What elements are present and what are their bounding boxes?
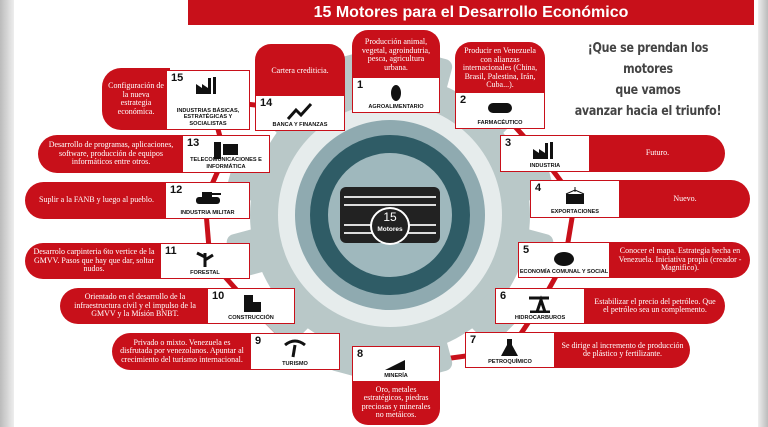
slogan-line: que vamos	[615, 83, 681, 98]
oil-pump-icon	[529, 295, 550, 313]
slogan-line: avanzar hacia el triunfo!	[574, 104, 722, 119]
motor-card: 12 INDUSTRIA MILITAR	[165, 182, 250, 219]
motor-name: CONSTRUCCIÓN	[228, 314, 274, 321]
motor-number: 3	[505, 137, 512, 149]
motor-name: PETROQUÍMICO	[488, 358, 532, 365]
motor-card: 10 CONSTRUCCIÓN	[207, 288, 295, 324]
buildings-icon	[244, 295, 261, 312]
motor-card: 6 HIDROCARBUROS	[495, 288, 585, 324]
flask-icon	[501, 339, 518, 356]
container-icon	[565, 187, 585, 204]
motor-name: INDUSTRIAS BÁSICAS, ESTRATÉGICAS Y SOCIA…	[176, 107, 240, 127]
motor-description: Estabilizar el precio del petróleo. Que …	[585, 288, 725, 324]
motor-name: FARMACÉUTICO	[477, 119, 523, 126]
motor-description: Se dirige al incremento de producción de…	[555, 332, 690, 368]
left-edge	[0, 0, 14, 427]
computer-icon	[214, 142, 238, 159]
motor-description: Orientado en el desarrollo de la infraes…	[60, 288, 210, 324]
motor-description: Privado o mixto. Venezuela es disfrutada…	[112, 333, 252, 370]
motor-number: 12	[170, 184, 183, 196]
motor-description: Configuración de la nueva estrategia eco…	[102, 68, 170, 130]
motor-description: Producir en Venezuela con alianzas inter…	[455, 42, 545, 95]
slogan-line: ¡Que se prendan los motores	[587, 41, 709, 77]
center-label: Motores	[377, 226, 403, 233]
motor-number: 10	[212, 290, 225, 302]
motor-card: 3 INDUSTRIA	[500, 135, 590, 172]
motor-name: ECONOMÍA COMUNAL Y SOCIAL	[519, 268, 609, 275]
motor-name: EXPORTACIONES	[550, 208, 600, 215]
motor-number: 9	[255, 335, 262, 347]
motor-number: 2	[460, 94, 467, 106]
motor-description: Futuro.	[590, 135, 725, 172]
motor-card: 7 PETROQUÍMICO	[465, 332, 555, 368]
motor-description: Desarrollo de programas, aplicaciones, s…	[38, 135, 184, 173]
motor-description: Desarrolo carpinteria 6to vertice de la …	[25, 243, 163, 279]
motor-card: 2 FARMACÉUTICO	[455, 92, 545, 129]
motor-card: 5 ECONOMÍA COMUNAL Y SOCIAL	[518, 242, 610, 278]
motor-number: 5	[523, 244, 530, 256]
motor-description: Producción animal, vegetal, agroindutria…	[352, 30, 440, 80]
motor-name: TELECOMUNICACIONES E INFORMÁTICA	[190, 157, 262, 170]
motor-card: 15 INDUSTRIAS BÁSICAS, ESTRATÉGICAS Y SO…	[166, 70, 250, 130]
motor-card: 9 TURISMO	[250, 333, 340, 370]
motor-number: 6	[500, 290, 507, 302]
motor-name: MINERÍA	[384, 372, 408, 379]
motor-number: 14	[260, 97, 273, 109]
pill-icon	[488, 103, 512, 113]
factory-icon	[196, 77, 216, 94]
motor-number: 11	[165, 245, 177, 257]
motor-description: Nuevo.	[620, 180, 750, 218]
center-badge: 15 Motores	[370, 207, 410, 245]
motor-name: TURISMO	[282, 360, 308, 367]
motor-number: 1	[357, 79, 364, 91]
piggy-bank-icon	[554, 252, 574, 266]
motor-card: 4 EXPORTACIONES	[530, 180, 620, 218]
motor-description: Oro, metales estratégicos, piedras preci…	[352, 380, 440, 425]
motor-description: Suplir a la FANB y luego al pueblo.	[25, 182, 168, 219]
motor-description: Conocer el mapa. Estrategia hecha en Ven…	[610, 242, 750, 278]
motor-description: Cartera crediticia.	[255, 44, 345, 98]
factory-icon	[533, 142, 553, 159]
motor-number: 4	[535, 182, 542, 194]
motor-name: AGROALIMENTARIO	[368, 103, 424, 110]
palm-tree-icon	[284, 339, 306, 358]
farmer-icon	[391, 85, 401, 101]
motor-name: FORESTAL	[190, 269, 220, 276]
tree-icon	[196, 251, 214, 267]
motor-number: 15	[171, 72, 184, 84]
motor-card: 13 TELECOMUNICACIONES E INFORMÁTICA	[182, 135, 270, 173]
motor-number: 7	[470, 334, 477, 346]
slogan: ¡Que se prendan los motores que vamos av…	[563, 38, 733, 122]
motor-card: 8 MINERÍA	[352, 346, 440, 382]
center-number: 15	[383, 210, 397, 224]
chart-up-icon	[286, 102, 313, 120]
motor-number: 8	[357, 348, 364, 360]
mining-icon	[385, 360, 405, 370]
motor-name: BANCA Y FINANZAS	[272, 121, 328, 128]
right-edge	[758, 0, 768, 427]
motor-name: INDUSTRIA MILITAR	[180, 209, 235, 216]
page-title: 15 Motores para el Desarrollo Económico	[188, 0, 754, 25]
motor-card: 14 BANCA Y FINANZAS	[255, 95, 345, 131]
motor-name: HIDROCARBUROS	[514, 314, 566, 321]
motor-card: 11 FORESTAL	[160, 243, 250, 279]
tank-icon	[195, 192, 221, 204]
motor-name: INDUSTRIA	[529, 162, 561, 169]
motor-number: 13	[187, 137, 200, 149]
motor-card: 1 AGROALIMENTARIO	[352, 77, 440, 113]
